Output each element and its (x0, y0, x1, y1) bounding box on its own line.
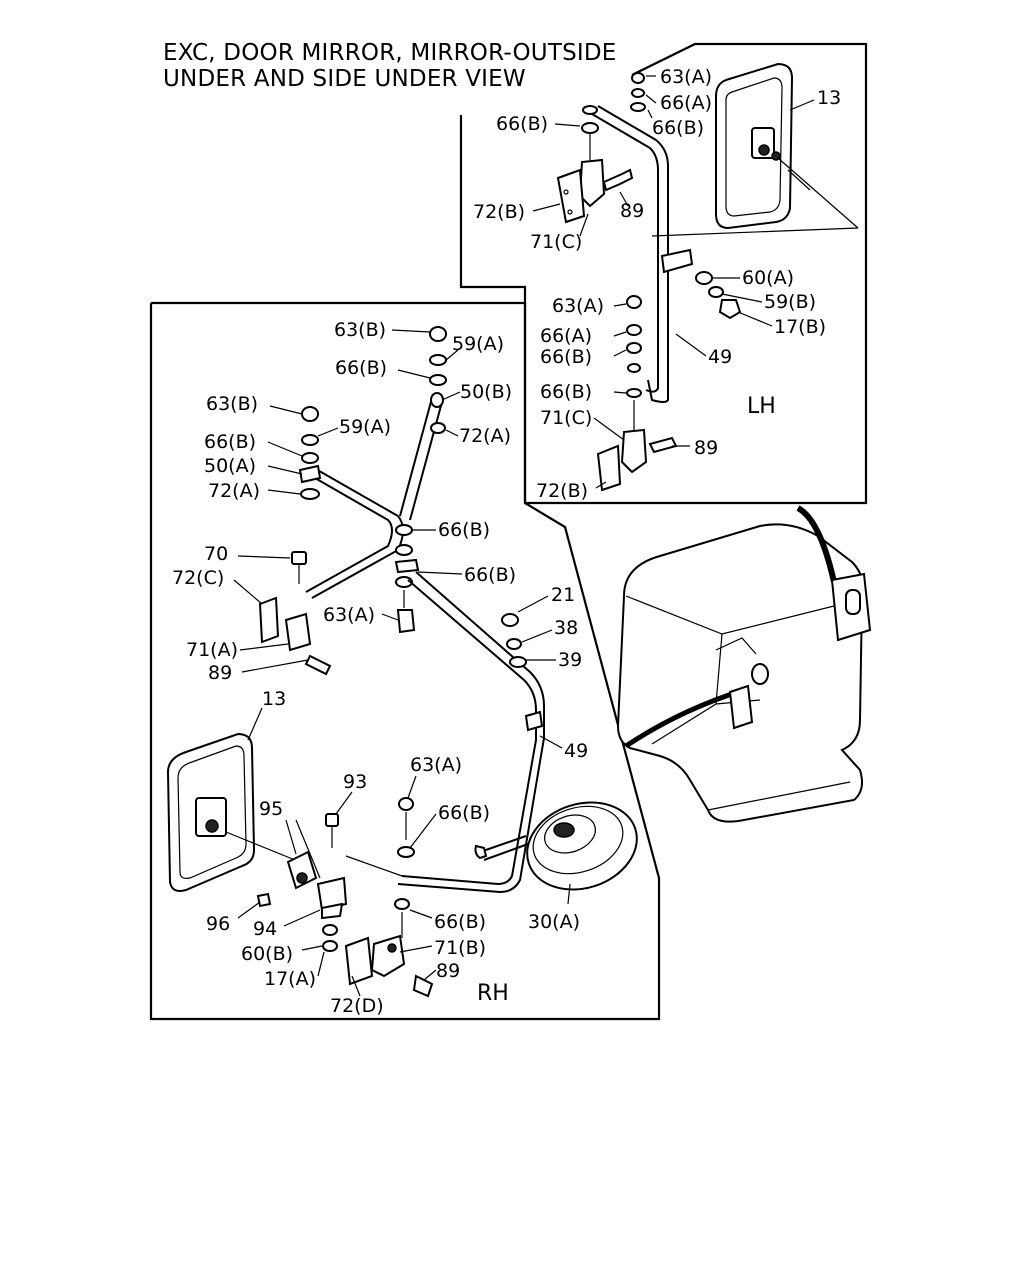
callout-label: 50(A) (204, 455, 256, 477)
callout-label: 63(A) (660, 66, 712, 88)
callout-label: 89 (694, 437, 718, 459)
callout-label: 89 (436, 960, 460, 982)
callout-label: 72(B) (536, 480, 588, 502)
lh-mirror-head (651, 62, 859, 237)
callout-label: 17(B) (774, 316, 826, 338)
callout-label: 72(B) (473, 201, 525, 223)
rh-callouts: 63(B) 59(A) 66(B) 50(B) 63(B) 59(A) 72(A… (172, 319, 588, 1017)
callout-label: 95 (259, 798, 283, 820)
callout-label: 63(B) (334, 319, 386, 341)
callout-label: 66(B) (540, 346, 592, 368)
callout-label: 66(B) (464, 564, 516, 586)
vehicle-sketch (616, 505, 872, 823)
rh-mirror-head (166, 732, 301, 892)
callout-label: 93 (343, 771, 367, 793)
callout-label: 66(B) (438, 519, 490, 541)
callout-label: 60(A) (742, 267, 794, 289)
callout-label: 72(A) (459, 425, 511, 447)
callout-label: 49 (708, 346, 732, 368)
callout-label: 71(A) (186, 639, 238, 661)
callout-label: 66(B) (540, 381, 592, 403)
rh-parts (166, 326, 638, 998)
callout-label: 30(A) (528, 911, 580, 933)
callout-label: 66(B) (652, 117, 704, 139)
callout-label: 59(B) (764, 291, 816, 313)
callout-label: 63(A) (323, 604, 375, 626)
callout-label: 66(B) (438, 802, 490, 824)
callout-label: 50(B) (460, 381, 512, 403)
callout-label: 38 (554, 617, 578, 639)
callout-label: 71(B) (434, 937, 486, 959)
callout-label: 72(A) (208, 480, 260, 502)
callout-label: 89 (620, 200, 644, 222)
callout-label: 63(A) (410, 754, 462, 776)
callout-label: 59(A) (339, 416, 391, 438)
lh-callouts: 63(A) 66(A) 66(B) 13 66(B) 72(B) 89 71(C… (473, 66, 841, 502)
view-label-lh: LH (747, 394, 776, 419)
callout-label: 63(A) (552, 295, 604, 317)
callout-label: 66(B) (434, 911, 486, 933)
callout-label: 39 (558, 649, 582, 671)
callout-label: 72(C) (172, 567, 224, 589)
diagram-title-line-2: UNDER AND SIDE UNDER VIEW (163, 66, 526, 92)
callout-label: 13 (817, 87, 841, 109)
rh-view-frame (149, 301, 661, 1021)
callout-label: 96 (206, 913, 230, 935)
callout-label: 63(B) (206, 393, 258, 415)
leader-lines (233, 75, 815, 997)
callout-label: 89 (208, 662, 232, 684)
callout-label: 94 (253, 918, 277, 940)
diagram-title-line-1: EXC, DOOR MIRROR, MIRROR-OUTSIDE (163, 40, 617, 66)
callout-label: 66(B) (204, 431, 256, 453)
callout-label: 49 (564, 740, 588, 762)
lh-parts (556, 62, 859, 492)
callout-label: 66(A) (660, 92, 712, 114)
callout-label: 17(A) (264, 968, 316, 990)
callout-label: 66(B) (496, 113, 548, 135)
callout-label: 21 (551, 584, 575, 606)
lh-view-frame (459, 42, 868, 505)
callout-label: 66(A) (540, 325, 592, 347)
callout-label: 72(D) (330, 995, 384, 1017)
callout-label: 66(B) (335, 357, 387, 379)
callout-label: 59(A) (452, 333, 504, 355)
view-label-rh: RH (477, 981, 509, 1006)
callout-label: 71(C) (530, 231, 582, 253)
callout-label: 13 (262, 688, 286, 710)
callout-label: 60(B) (241, 943, 293, 965)
callout-label: 71(C) (540, 407, 592, 429)
callout-label: 70 (204, 543, 228, 565)
